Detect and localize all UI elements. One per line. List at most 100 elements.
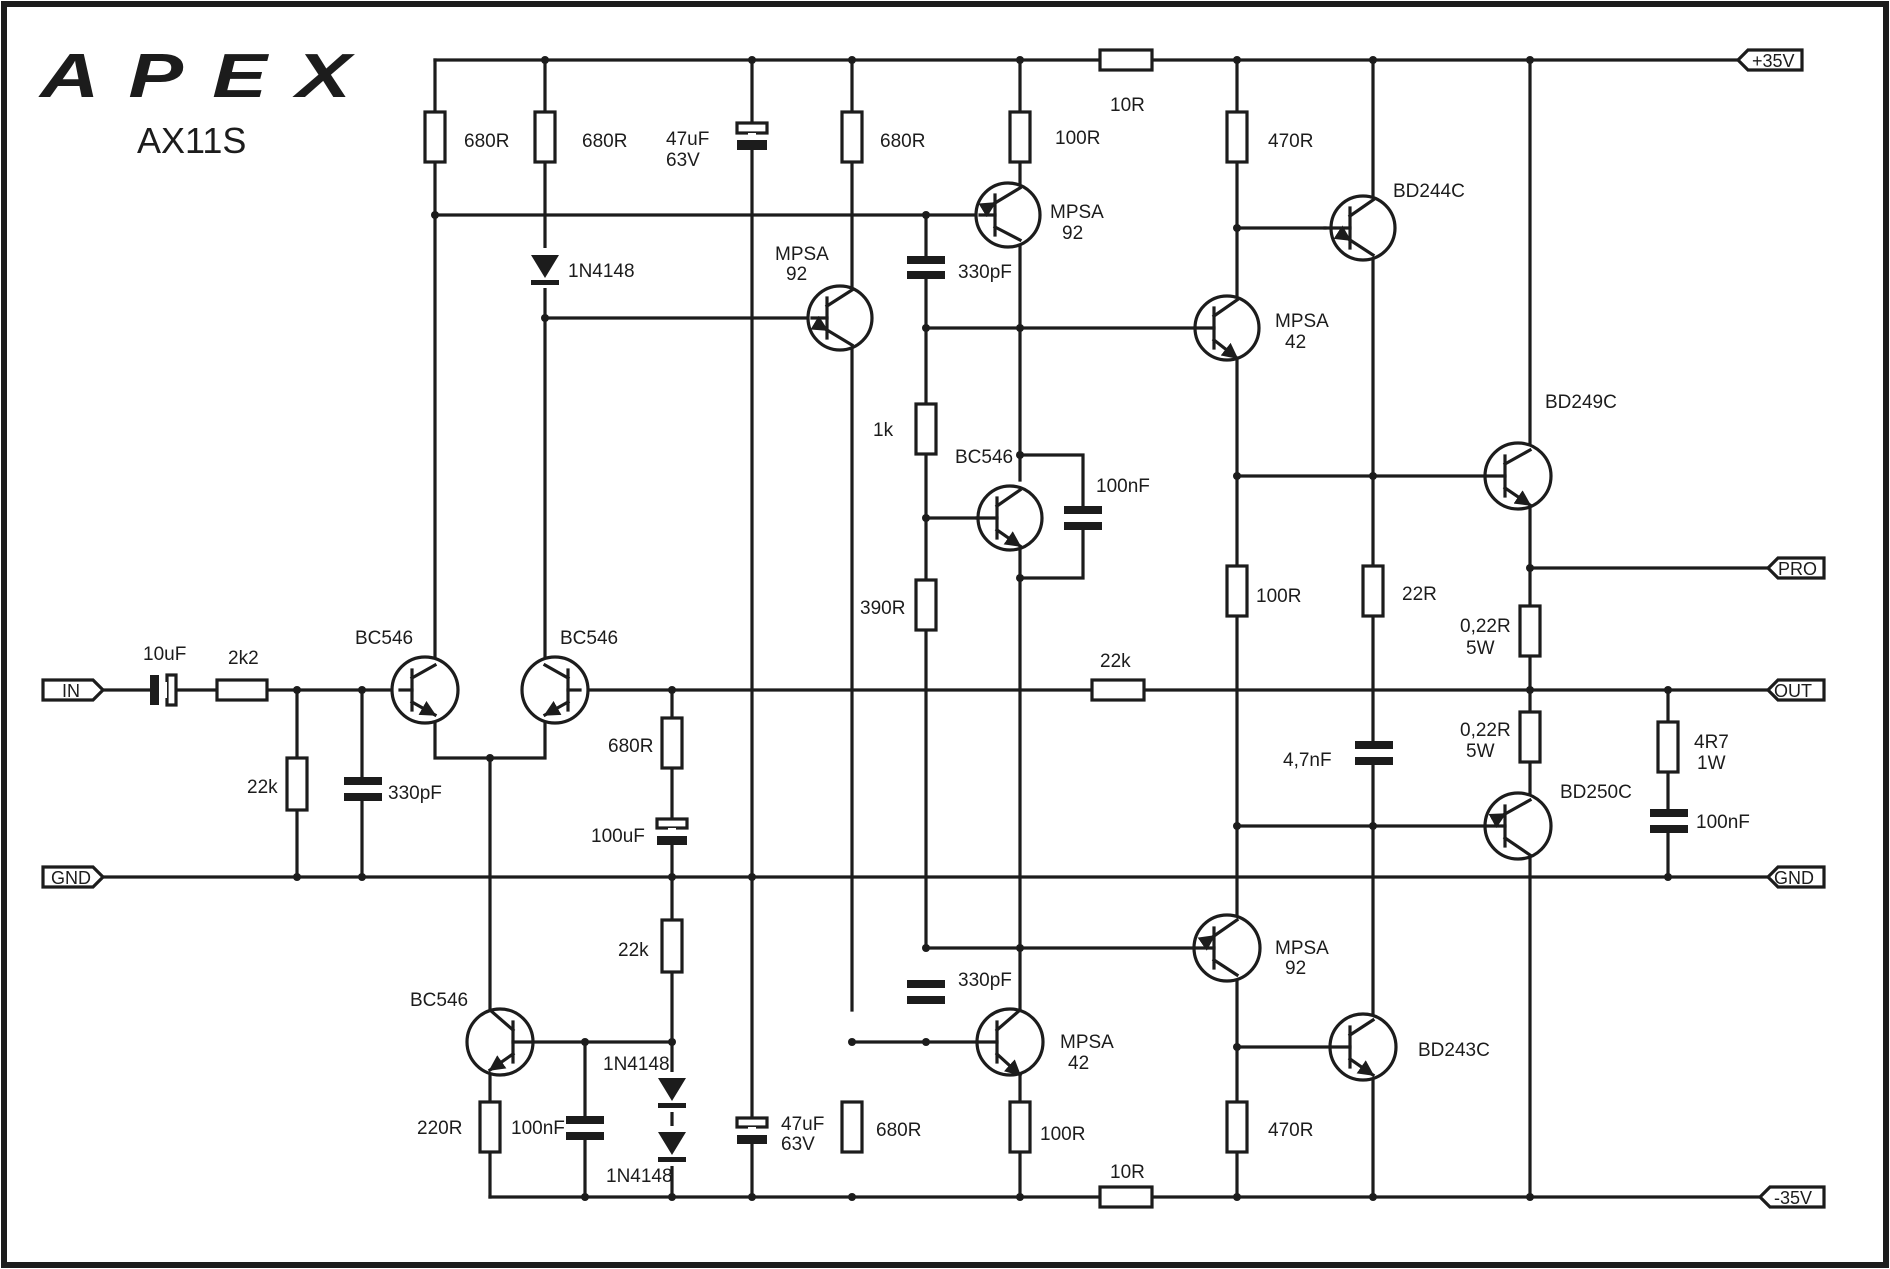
transistor-bc546-input-right — [520, 655, 590, 725]
terminal-out: OUT — [1765, 678, 1826, 702]
label-q12a: MPSA — [1060, 1032, 1114, 1053]
cap-100nf-output — [1650, 809, 1688, 817]
label-q7: BC546 — [355, 628, 413, 649]
transistor-bc546-current-source — [465, 1007, 535, 1077]
resistor-680r-feedback — [660, 716, 684, 770]
label-c10: 100nF — [511, 1118, 565, 1139]
cap-47uf-bottom — [735, 1116, 769, 1129]
label-c9: 330pF — [958, 970, 1012, 991]
label-r21: 100R — [1040, 1124, 1085, 1145]
resistor-680r-c — [840, 110, 864, 164]
resistor-470r-bottom — [1225, 1100, 1249, 1154]
svg-text:GND: GND — [51, 868, 91, 888]
label-r11b: 5W — [1466, 638, 1495, 659]
label-q4b: 42 — [1285, 332, 1306, 353]
svg-text:IN: IN — [62, 681, 80, 701]
resistor-220r — [478, 1100, 502, 1154]
transistor-bd244c — [1323, 194, 1397, 262]
resistor-4r7 — [1656, 720, 1680, 774]
transistor-bd243c — [1328, 1012, 1398, 1082]
resistor-10r-bottom — [1098, 1185, 1154, 1209]
resistor-100r-bottom — [1008, 1100, 1032, 1154]
transistor-mpsa42-top — [1193, 294, 1261, 362]
junction-dots — [293, 56, 1672, 1201]
resistor-022r-bottom — [1518, 710, 1542, 764]
label-d2: 1N4148 — [603, 1054, 670, 1075]
transistor-mpsa92-driver — [806, 284, 874, 352]
transistor-mpsa92-top — [974, 181, 1042, 249]
label-r1: 680R — [464, 131, 509, 152]
terminal-in: IN — [41, 678, 106, 702]
diode-1n4148-top — [531, 248, 559, 288]
label-q4a: MPSA — [1275, 311, 1329, 332]
cap-47nf — [1355, 741, 1393, 749]
cap-100nf-bottom — [566, 1116, 604, 1124]
label-q13: BD243C — [1418, 1040, 1490, 1061]
transistor-bc546-bias — [975, 484, 1044, 552]
label-r2: 680R — [582, 131, 627, 152]
label-r13b: 1W — [1697, 753, 1726, 774]
cap-100uf — [655, 817, 689, 830]
diode-1n4148-low — [658, 1126, 686, 1166]
resistor-390r — [914, 578, 938, 632]
resistor-680r-bottom — [840, 1100, 864, 1154]
label-d3: 1N4148 — [606, 1166, 673, 1187]
label-c8: 100nF — [1696, 812, 1750, 833]
label-c1b: 63V — [666, 150, 700, 171]
label-r22: 10R — [1110, 1162, 1145, 1183]
label-r8: 390R — [860, 598, 905, 619]
transistor-bd250c — [1483, 791, 1553, 861]
terminal-vplus: +35V — [1735, 48, 1804, 72]
svg-text:+35V: +35V — [1752, 51, 1795, 71]
transistors — [390, 181, 1553, 1082]
svg-text:GND: GND — [1774, 868, 1814, 888]
label-r11a: 0,22R — [1460, 616, 1511, 637]
label-r13a: 4R7 — [1694, 732, 1729, 753]
label-r9: 100R — [1256, 586, 1301, 607]
cap-330pf-input — [344, 777, 382, 785]
label-q12b: 42 — [1068, 1053, 1089, 1074]
resistor-680r-b — [533, 110, 557, 164]
component-labels: 680R 680R 680R 100R 10R 470R 1k 390R 100… — [143, 95, 1750, 1187]
resistor-22r — [1361, 564, 1385, 618]
transistor-mpsa92-bottom — [1192, 913, 1262, 983]
label-q6: BD249C — [1545, 392, 1617, 413]
label-r16: 22k — [1100, 651, 1131, 672]
label-q3: BD244C — [1393, 181, 1465, 202]
cap-330pf-top — [907, 256, 945, 264]
cap-47uf-top-plus — [735, 121, 769, 135]
resistor-22k-lower — [660, 918, 684, 974]
terminals: +35V -35V IN GND GND OUT PRO — [41, 48, 1826, 1209]
resistor-100r-top — [1008, 110, 1032, 164]
label-r23: 470R — [1268, 1120, 1313, 1141]
svg-text:PRO: PRO — [1778, 559, 1817, 579]
label-c7: 4,7nF — [1283, 750, 1332, 771]
label-r14: 2k2 — [228, 648, 259, 669]
wires — [101, 58, 1770, 1199]
label-c3: 100nF — [1096, 476, 1150, 497]
label-q5: BC546 — [955, 447, 1013, 468]
model-name: AX11S — [137, 120, 246, 161]
resistor-10r-top — [1098, 48, 1154, 72]
terminal-gnd-left: GND — [41, 865, 106, 889]
label-c1a: 47uF — [666, 129, 709, 150]
label-q11: BC546 — [410, 990, 468, 1011]
resistor-2k2 — [215, 678, 269, 702]
diodes — [531, 248, 686, 1166]
label-q10a: MPSA — [1275, 938, 1329, 959]
label-c6: 100uF — [591, 826, 645, 847]
label-r3: 680R — [880, 131, 925, 152]
transistor-bd249c — [1483, 441, 1553, 511]
resistor-022r-top — [1518, 604, 1542, 658]
label-d1: 1N4148 — [568, 261, 635, 282]
label-r19: 220R — [417, 1118, 462, 1139]
svg-text:-35V: -35V — [1774, 1188, 1812, 1208]
label-q10b: 92 — [1285, 958, 1306, 979]
label-q9: BD250C — [1560, 782, 1632, 803]
terminal-vminus: -35V — [1757, 1185, 1826, 1209]
logo-brand: APEX — [37, 42, 380, 111]
label-c11a: 47uF — [781, 1114, 824, 1135]
label-r15: 22k — [247, 777, 278, 798]
label-q2a: MPSA — [775, 244, 829, 265]
